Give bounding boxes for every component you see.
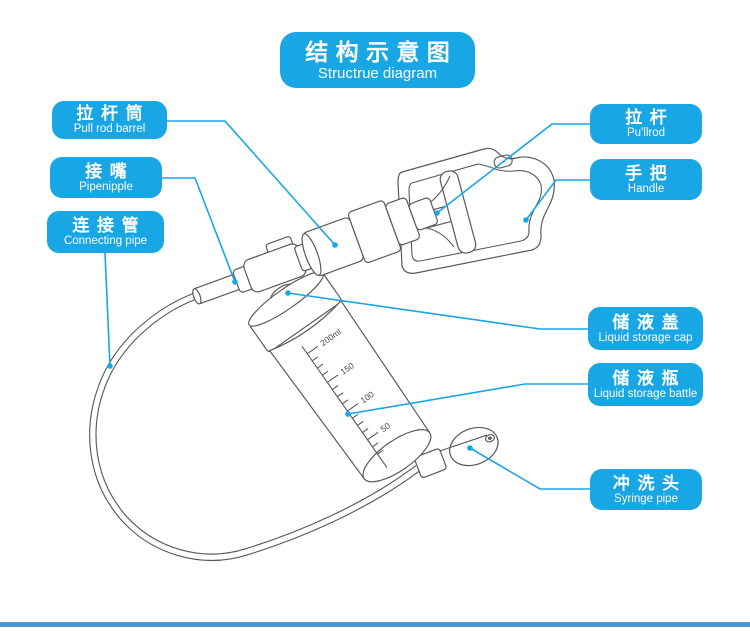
label-liquid-storage-cap-zh: 储液盖 (612, 312, 687, 332)
bottle-bottom (362, 429, 432, 483)
label-pipenipple-zh: 接嘴 (85, 161, 135, 181)
barrel-assembly-shape (192, 197, 438, 305)
leader-dot-pull-rod-barrel (332, 242, 338, 248)
label-pull-rod-en: Pu'llrod (627, 127, 665, 139)
leader-pull-rod (436, 123, 590, 214)
label-connecting-pipe-zh: 连接管 (72, 216, 147, 235)
label-syringe-pipe: 冲洗头 Syringe pipe (590, 469, 702, 510)
leader-syringe-pipe (469, 447, 590, 490)
handle-frame-shape (397, 147, 555, 274)
label-syringe-pipe-en: Syringe pipe (614, 492, 678, 505)
label-connecting-pipe: 连接管 Connecting pipe (47, 211, 164, 253)
label-liquid-storage-bottle: 储液瓶 Liquid storage battle (588, 363, 703, 406)
leader-dot-handle (523, 217, 529, 223)
label-pipenipple: 接嘴 Pipenipple (50, 157, 162, 198)
label-liquid-storage-bottle-zh: 储液瓶 (612, 368, 687, 388)
label-syringe-pipe-zh: 冲洗头 (612, 473, 687, 493)
leader-liquid-storage-bottle (347, 383, 588, 415)
bottle-body (268, 299, 430, 481)
diagram-title-zh: 结构示意图 (305, 38, 458, 65)
syringe-head-shape (414, 426, 499, 479)
label-pull-rod-barrel-zh: 拉杆筒 (76, 104, 151, 123)
leader-connecting-pipe (104, 252, 111, 367)
leader-lines (104, 120, 590, 490)
diagram-title: 结构示意图 Structrue diagram (280, 32, 475, 88)
leader-pipenipple (162, 177, 236, 283)
leader-dot-connecting-pipe (107, 363, 113, 369)
leader-dot-pipenipple (232, 279, 238, 285)
label-pull-rod-barrel: 拉杆筒 Pull rod barrel (52, 101, 167, 139)
label-pull-rod-barrel-en: Pull rod barrel (73, 123, 146, 135)
leader-dot-syringe-pipe (467, 445, 473, 451)
label-connecting-pipe-en: Connecting pipe (63, 235, 148, 247)
label-liquid-storage-cap: 储液盖 Liquid storage cap (588, 307, 703, 350)
label-pull-rod-zh: 拉杆 (625, 108, 675, 127)
label-handle-en: Handle (627, 182, 665, 195)
footer-accent-bar (0, 622, 750, 627)
label-pipenipple-en: Pipenipple (79, 180, 133, 193)
bottle-shape: 200ml 150 100 50 (248, 271, 432, 483)
label-pull-rod: 拉杆 Pu'llrod (590, 104, 702, 144)
label-handle-zh: 手把 (625, 163, 675, 183)
leader-handle (525, 179, 590, 221)
leader-dot-pull-rod (434, 210, 440, 216)
label-liquid-storage-bottle-en: Liquid storage battle (593, 387, 698, 400)
leader-liquid-storage-cap (287, 292, 588, 330)
connecting-tube-shape (89, 290, 421, 561)
label-liquid-storage-cap-en: Liquid storage cap (598, 331, 693, 344)
leader-dot-liquid-storage-bottle (345, 411, 351, 417)
leader-dot-liquid-storage-cap (285, 290, 291, 296)
diagram-title-en: Structrue diagram (317, 64, 438, 82)
handle-slot (493, 154, 513, 169)
label-handle: 手把 Handle (590, 159, 702, 200)
leader-pull-rod-barrel (167, 120, 336, 246)
